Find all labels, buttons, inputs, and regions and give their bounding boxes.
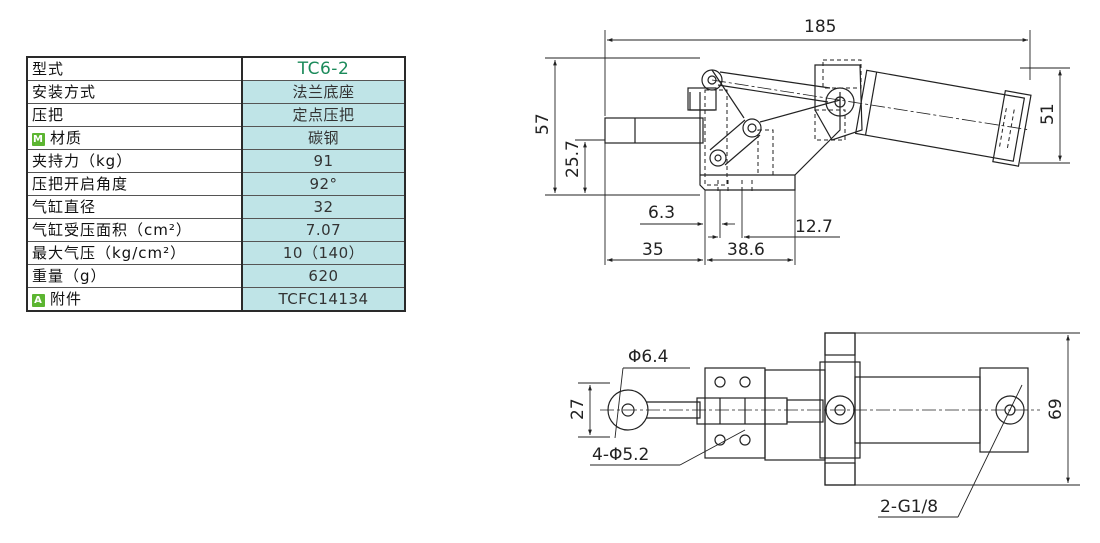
spec-value: 10（140）	[241, 241, 406, 265]
spec-value: 碳钢	[241, 126, 406, 150]
spec-row-mounting: 安装方式 法兰底座	[26, 80, 406, 104]
spec-value: TCFC14134	[241, 287, 406, 312]
dim-6-3: 6.3	[648, 203, 675, 223]
spec-value: 92°	[241, 172, 406, 196]
material-badge-icon: M	[32, 133, 45, 146]
spec-label: 重量（g）	[26, 264, 243, 288]
top-view	[600, 332, 1040, 486]
spec-row-pressure-area: 气缸受压面积（cm²） 7.07	[26, 218, 406, 242]
side-dimensions	[545, 30, 1070, 265]
spec-row-model: 型式 TC6-2	[26, 56, 406, 81]
spec-row-handle: 压把 定点压把	[26, 103, 406, 127]
dimension-labels: 185 57 25.7 51 6.3 12.7 35 38.6 Φ6.4 27 …	[533, 17, 1066, 517]
spec-value: 法兰底座	[241, 80, 406, 104]
spec-label: 夹持力（kg）	[26, 149, 243, 173]
spec-value: 32	[241, 195, 406, 219]
spec-label: 气缸受压面积（cm²）	[26, 218, 243, 242]
side-view	[604, 59, 1032, 192]
spec-label: 气缸直径	[26, 195, 243, 219]
spec-row-cylinder-diameter: 气缸直径 32	[26, 195, 406, 219]
dim-hole-diameter: Φ6.4	[628, 347, 668, 367]
spec-value: 91	[241, 149, 406, 173]
spec-value: TC6-2	[241, 56, 406, 81]
dim-cylinder-height: 51	[1038, 103, 1058, 125]
dim-port: 2-G1/8	[880, 497, 938, 517]
spec-label: 最大气压（kg/cm²）	[26, 241, 243, 265]
spec-row-max-pressure: 最大气压（kg/cm²） 10（140）	[26, 241, 406, 265]
dim-height-total: 57	[533, 113, 553, 135]
dim-12-7: 12.7	[795, 217, 833, 237]
spec-row-clamp-force: 夹持力（kg） 91	[26, 149, 406, 173]
spec-row-weight: 重量（g） 620	[26, 264, 406, 288]
spec-value: 7.07	[241, 218, 406, 242]
spec-label: 型式	[26, 56, 243, 81]
dim-mount-holes: 4-Φ5.2	[592, 445, 649, 465]
accessory-badge-icon: A	[32, 294, 45, 307]
spec-value: 620	[241, 264, 406, 288]
dim-38-6: 38.6	[727, 240, 765, 260]
spec-value: 定点压把	[241, 103, 406, 127]
dim-height-lower: 25.7	[563, 140, 583, 178]
dim-35: 35	[642, 240, 664, 260]
spec-row-open-angle: 压把开启角度 92°	[26, 172, 406, 196]
spec-label: 压把开启角度	[26, 172, 243, 196]
spec-label: 安装方式	[26, 80, 243, 104]
dim-overall-length: 185	[804, 17, 836, 37]
dim-width-69: 69	[1046, 398, 1066, 420]
spec-label: 压把	[26, 103, 243, 127]
top-dimensions	[578, 332, 1080, 518]
dim-width-27: 27	[568, 398, 588, 420]
